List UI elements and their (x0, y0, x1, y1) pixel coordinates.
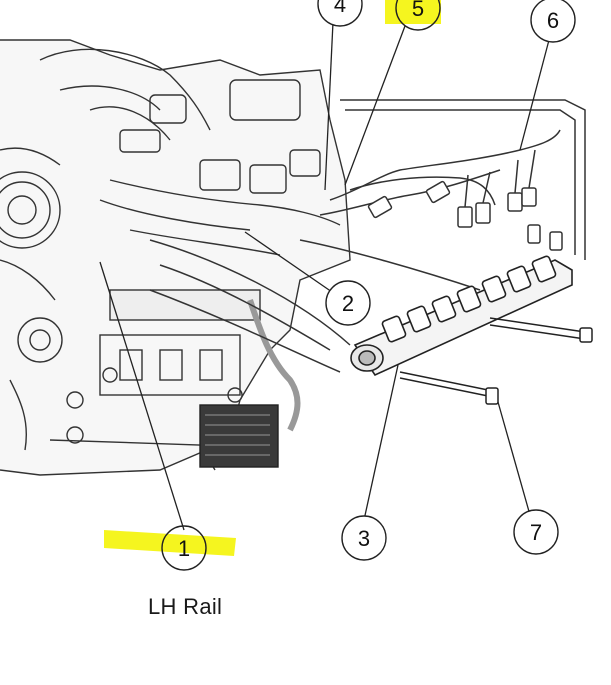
callout-2-label: 2 (342, 291, 354, 316)
rail-bolts (399, 317, 593, 405)
callout-6-label: 6 (547, 8, 559, 33)
callout-7-label: 7 (530, 520, 542, 545)
highlight-callout-5 (385, 0, 441, 24)
wiring-harness (149, 99, 586, 373)
callout-4: 4 (317, 0, 363, 27)
callout-3: 3 (341, 515, 387, 561)
callout-2: 2 (325, 280, 371, 326)
fuel-rail (350, 255, 573, 377)
callout-5-label: 5 (412, 0, 424, 21)
engine-assembly (0, 39, 351, 476)
leader-lines (99, 21, 550, 531)
figure-caption: LH Rail (148, 594, 223, 619)
callout-6: 6 (530, 0, 576, 43)
callout-1: 1 (161, 525, 207, 571)
highlight-callout-1 (104, 530, 236, 556)
callout-5: 5 (395, 0, 441, 31)
callout-4-label: 4 (334, 0, 346, 17)
callout-1-label: 1 (178, 536, 190, 561)
callout-3-label: 3 (358, 526, 370, 551)
callout-7: 7 (513, 509, 559, 555)
